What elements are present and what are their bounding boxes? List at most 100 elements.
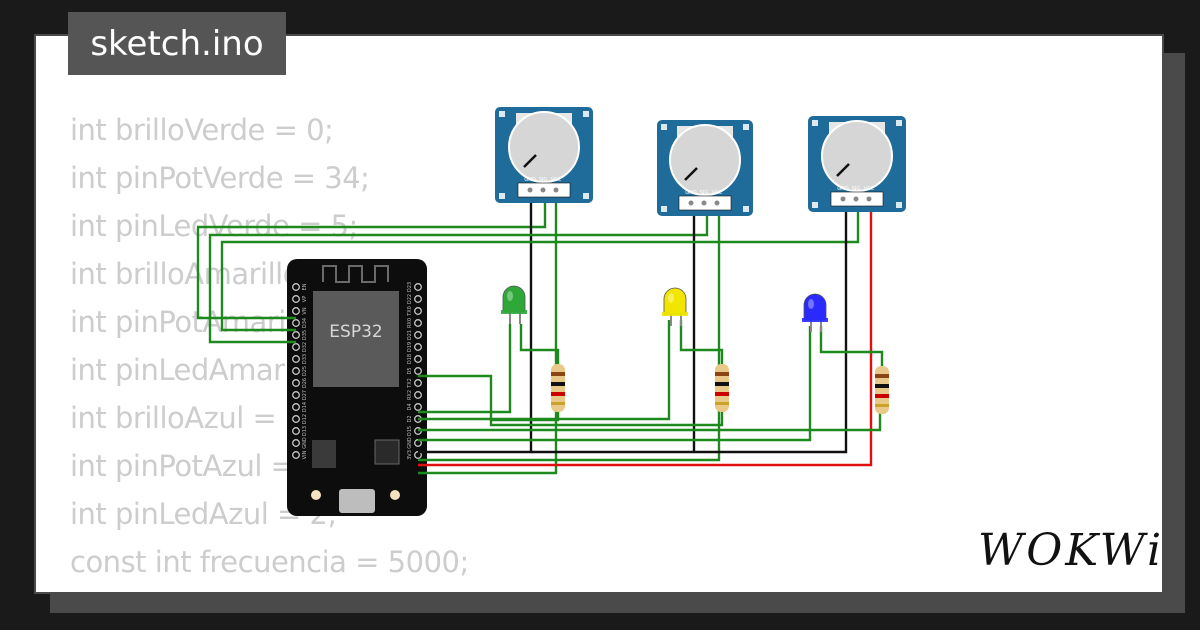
pot-pin-label: VCC [712,190,723,196]
resistor[interactable] [551,364,565,412]
pot-pin[interactable] [853,196,859,202]
pot-pin-label: GND [524,177,536,183]
wokwi-logo: WOKWi [978,522,1164,578]
pin-label: D13 [302,426,308,436]
pin-label: VP [302,296,308,302]
pot-pin[interactable] [553,187,559,193]
pin-label: D4 [407,403,413,410]
pin-label: TX2 [407,378,413,389]
pot-pin[interactable] [540,187,546,193]
pin-pad[interactable] [292,319,300,327]
pin-pad[interactable] [414,295,422,303]
pin-label: D34 [302,318,308,328]
pin-pad[interactable] [414,307,422,315]
pot-pin[interactable] [714,200,720,206]
pin-pad[interactable] [414,391,422,399]
pin-pad[interactable] [414,355,422,363]
pin-pad[interactable] [292,403,300,411]
pot-pin[interactable] [701,200,707,206]
pot-pin[interactable] [840,196,846,202]
pin-label: D15 [407,426,413,436]
pot-pin[interactable] [866,196,872,202]
wires [196,197,884,475]
pin-label: VN [302,307,308,314]
pin-pad[interactable] [292,331,300,339]
pin-pad[interactable] [414,319,422,327]
pot-pin-label: VCC [551,177,562,183]
pin-pad[interactable] [292,427,300,435]
code-line: int brilloVerde = 0; [70,113,334,147]
pot-pin[interactable] [688,200,694,206]
pin-label: D18 [407,354,413,364]
pin-label: D14 [302,402,308,412]
pin-label: D5 [407,367,413,374]
pin-label: D12 [302,414,308,424]
pin-pad[interactable] [292,295,300,303]
pin-pad[interactable] [414,403,422,411]
pin-pad[interactable] [292,379,300,387]
pot-pin-label: SIG [700,190,709,196]
led[interactable] [802,293,828,332]
pin-label: D2 [407,415,413,422]
pin-label: D21 [407,330,413,340]
pot-pin[interactable] [527,187,533,193]
pin-label: RX2 [407,390,413,400]
code-line: int pinPotVerde = 34; [70,161,370,195]
led[interactable] [501,285,527,324]
code-background: int brilloVerde = 0; int pinPotVerde = 3… [70,106,469,586]
resistor[interactable] [875,366,889,414]
leds [501,285,828,332]
pin-label: VIN [302,450,308,459]
button-en[interactable] [311,490,321,500]
pot-pin-label: GND [685,190,697,196]
pin-label: 3V3 [407,450,413,460]
knob[interactable] [821,120,893,192]
led[interactable] [662,287,688,326]
resistor[interactable] [715,364,729,412]
pin-pad[interactable] [414,331,422,339]
pin-pad[interactable] [414,379,422,387]
usb-chip [374,439,400,465]
pin-pad[interactable] [292,415,300,423]
pin-label: D27 [302,390,308,400]
pin-pad[interactable] [414,283,422,291]
button-boot[interactable] [390,490,400,500]
pin-pad[interactable] [292,439,300,447]
knob[interactable] [669,124,741,196]
pot-pin-label: SIG [539,177,548,183]
pin-label: D19 [407,342,413,352]
antenna-trace [322,265,389,283]
pin-label: RX0 [407,318,413,328]
pin-pad[interactable] [292,283,300,291]
regulator [312,440,336,468]
pin-pad[interactable] [292,355,300,363]
pin-pad[interactable] [292,307,300,315]
pin-pad[interactable] [292,367,300,375]
pin-label: D33 [302,354,308,364]
file-tab[interactable]: sketch.ino [68,12,286,75]
pin-label: TX0 [407,306,413,317]
pin-header-left: ENVPVND34D35D32D33D25D26D27D14D12D13GNDV… [292,283,308,459]
knob[interactable] [508,111,580,183]
pin-pad[interactable] [414,367,422,375]
pin-label: D35 [302,330,308,340]
pot-pin-label: GND [837,186,849,192]
esp32-board[interactable]: ESP32 ENVPVND34D35D32D33D25D26D27D14D12D… [287,259,427,516]
usb-port [339,489,375,513]
pin-label: D25 [302,366,308,376]
pin-label: GND [407,437,413,449]
pin-label: D22 [407,294,413,304]
pot-pin-label: VCC [864,186,875,192]
pin-pad[interactable] [292,451,300,459]
pin-pad[interactable] [414,343,422,351]
pin-label: EN [302,283,308,290]
pin-pad[interactable] [292,343,300,351]
esp32-module [313,291,399,387]
logo-text: WOKWi [978,524,1165,576]
pin-pad[interactable] [292,391,300,399]
